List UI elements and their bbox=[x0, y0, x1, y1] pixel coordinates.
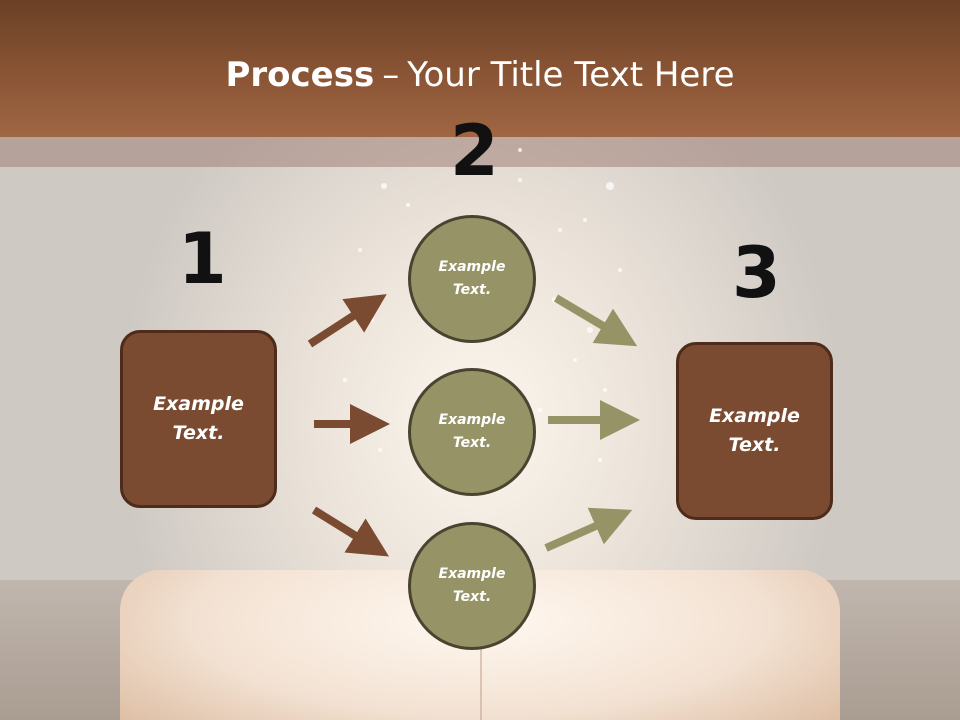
circle-bottom-line1: Example bbox=[438, 566, 506, 582]
arrow-circle-bottom-to-box3 bbox=[544, 507, 633, 552]
circle-top-line1: Example bbox=[438, 259, 506, 275]
step-number-1: 1 bbox=[178, 218, 227, 300]
circle-middle-line1: Example bbox=[438, 412, 506, 428]
step-number-3: 3 bbox=[732, 232, 781, 314]
circle-middle-line2: Text. bbox=[452, 435, 492, 451]
title-bold: Process bbox=[225, 55, 375, 95]
title-dash: – bbox=[382, 55, 400, 95]
book-spine bbox=[480, 600, 482, 720]
step-1-line2: Text. bbox=[172, 422, 225, 444]
arrow-box1-to-circle-top bbox=[307, 294, 387, 348]
title-underband bbox=[0, 137, 960, 167]
title-rest: Your Title Text Here bbox=[407, 55, 735, 95]
title-bar bbox=[0, 0, 960, 137]
step-3-line1: Example bbox=[709, 405, 800, 427]
arrow-box1-to-circle-bottom bbox=[311, 506, 389, 557]
circle-bottom-line2: Text. bbox=[452, 589, 492, 605]
slide-title: Process–Your Title Text Here bbox=[0, 52, 960, 98]
step-number-2: 2 bbox=[450, 110, 499, 192]
step-1-line1: Example bbox=[153, 393, 244, 415]
arrow-circle-top-to-box3 bbox=[553, 294, 638, 347]
circle-top-line2: Text. bbox=[452, 282, 492, 298]
step-3-line2: Text. bbox=[728, 434, 781, 456]
